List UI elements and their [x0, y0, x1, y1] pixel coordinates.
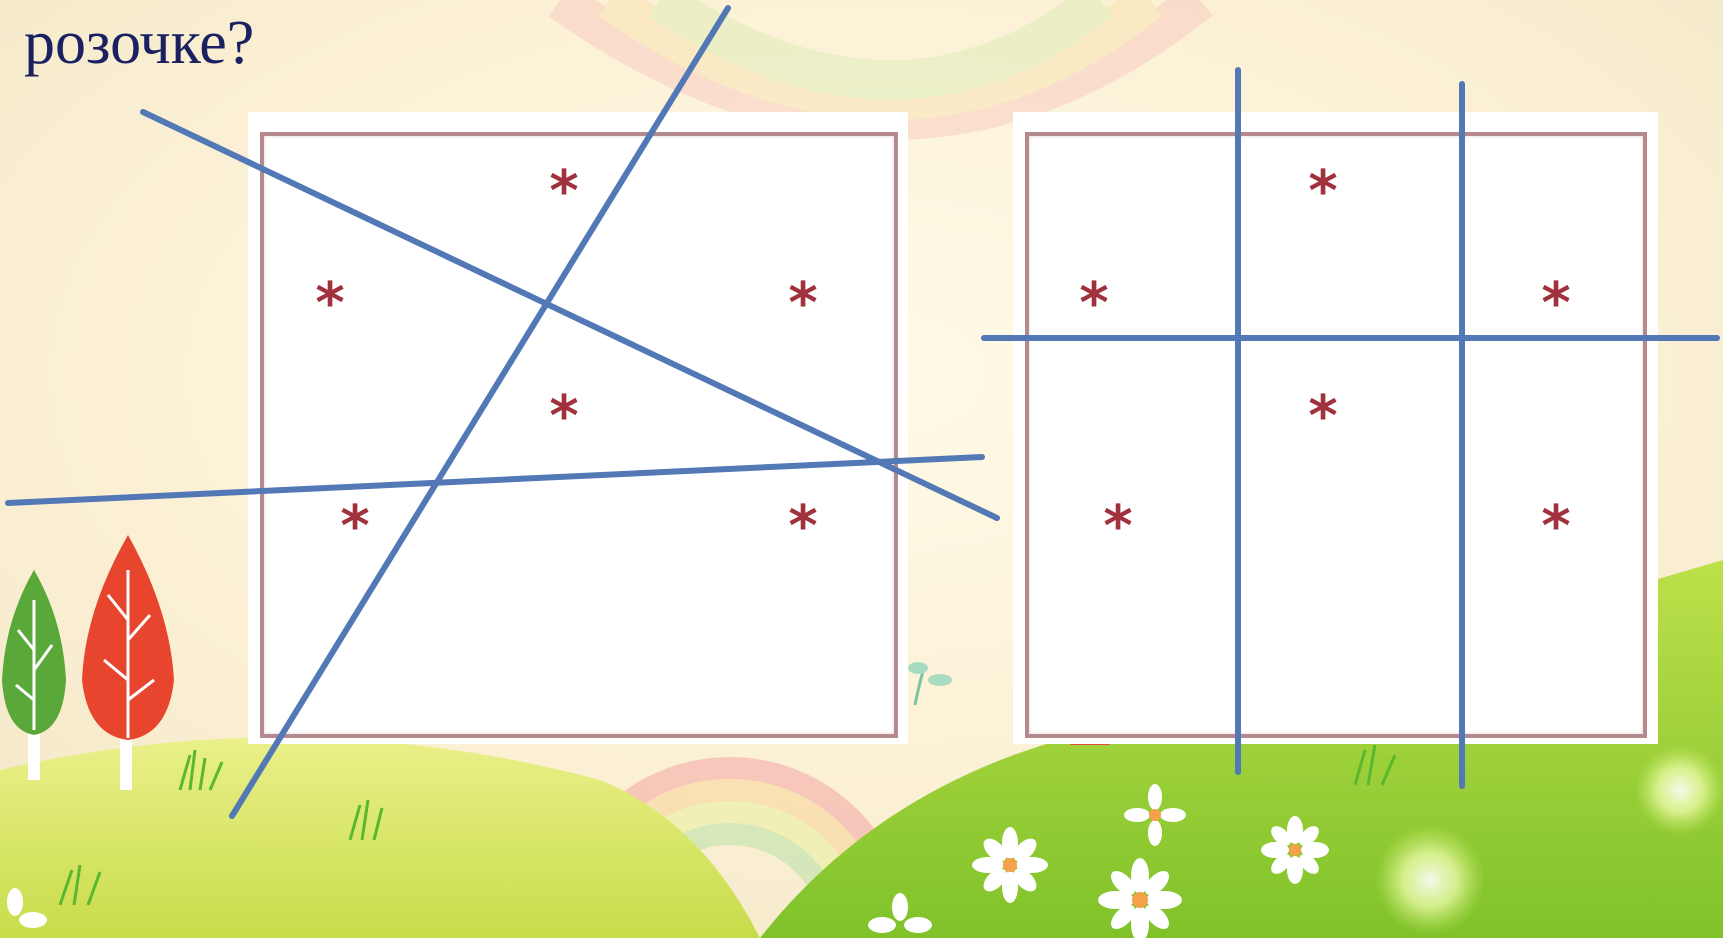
flower-icon: *: [1303, 172, 1343, 212]
flower-icon: *: [310, 284, 350, 324]
flower-icon: *: [1536, 284, 1576, 324]
flower-icon: *: [1303, 397, 1343, 437]
flower-icon: *: [335, 507, 375, 547]
right-puzzle-panel: * * * * * *: [1013, 112, 1658, 744]
slide-title: розочке?: [24, 8, 254, 79]
flower-icon: *: [783, 284, 823, 324]
flower-icon: *: [544, 397, 584, 437]
flower-icon: *: [544, 172, 584, 212]
left-puzzle-panel: * * * * * *: [248, 112, 908, 744]
flower-icon: *: [1074, 284, 1114, 324]
flower-icon: *: [1536, 507, 1576, 547]
flower-icon: *: [783, 507, 823, 547]
flower-icon: *: [1098, 507, 1138, 547]
